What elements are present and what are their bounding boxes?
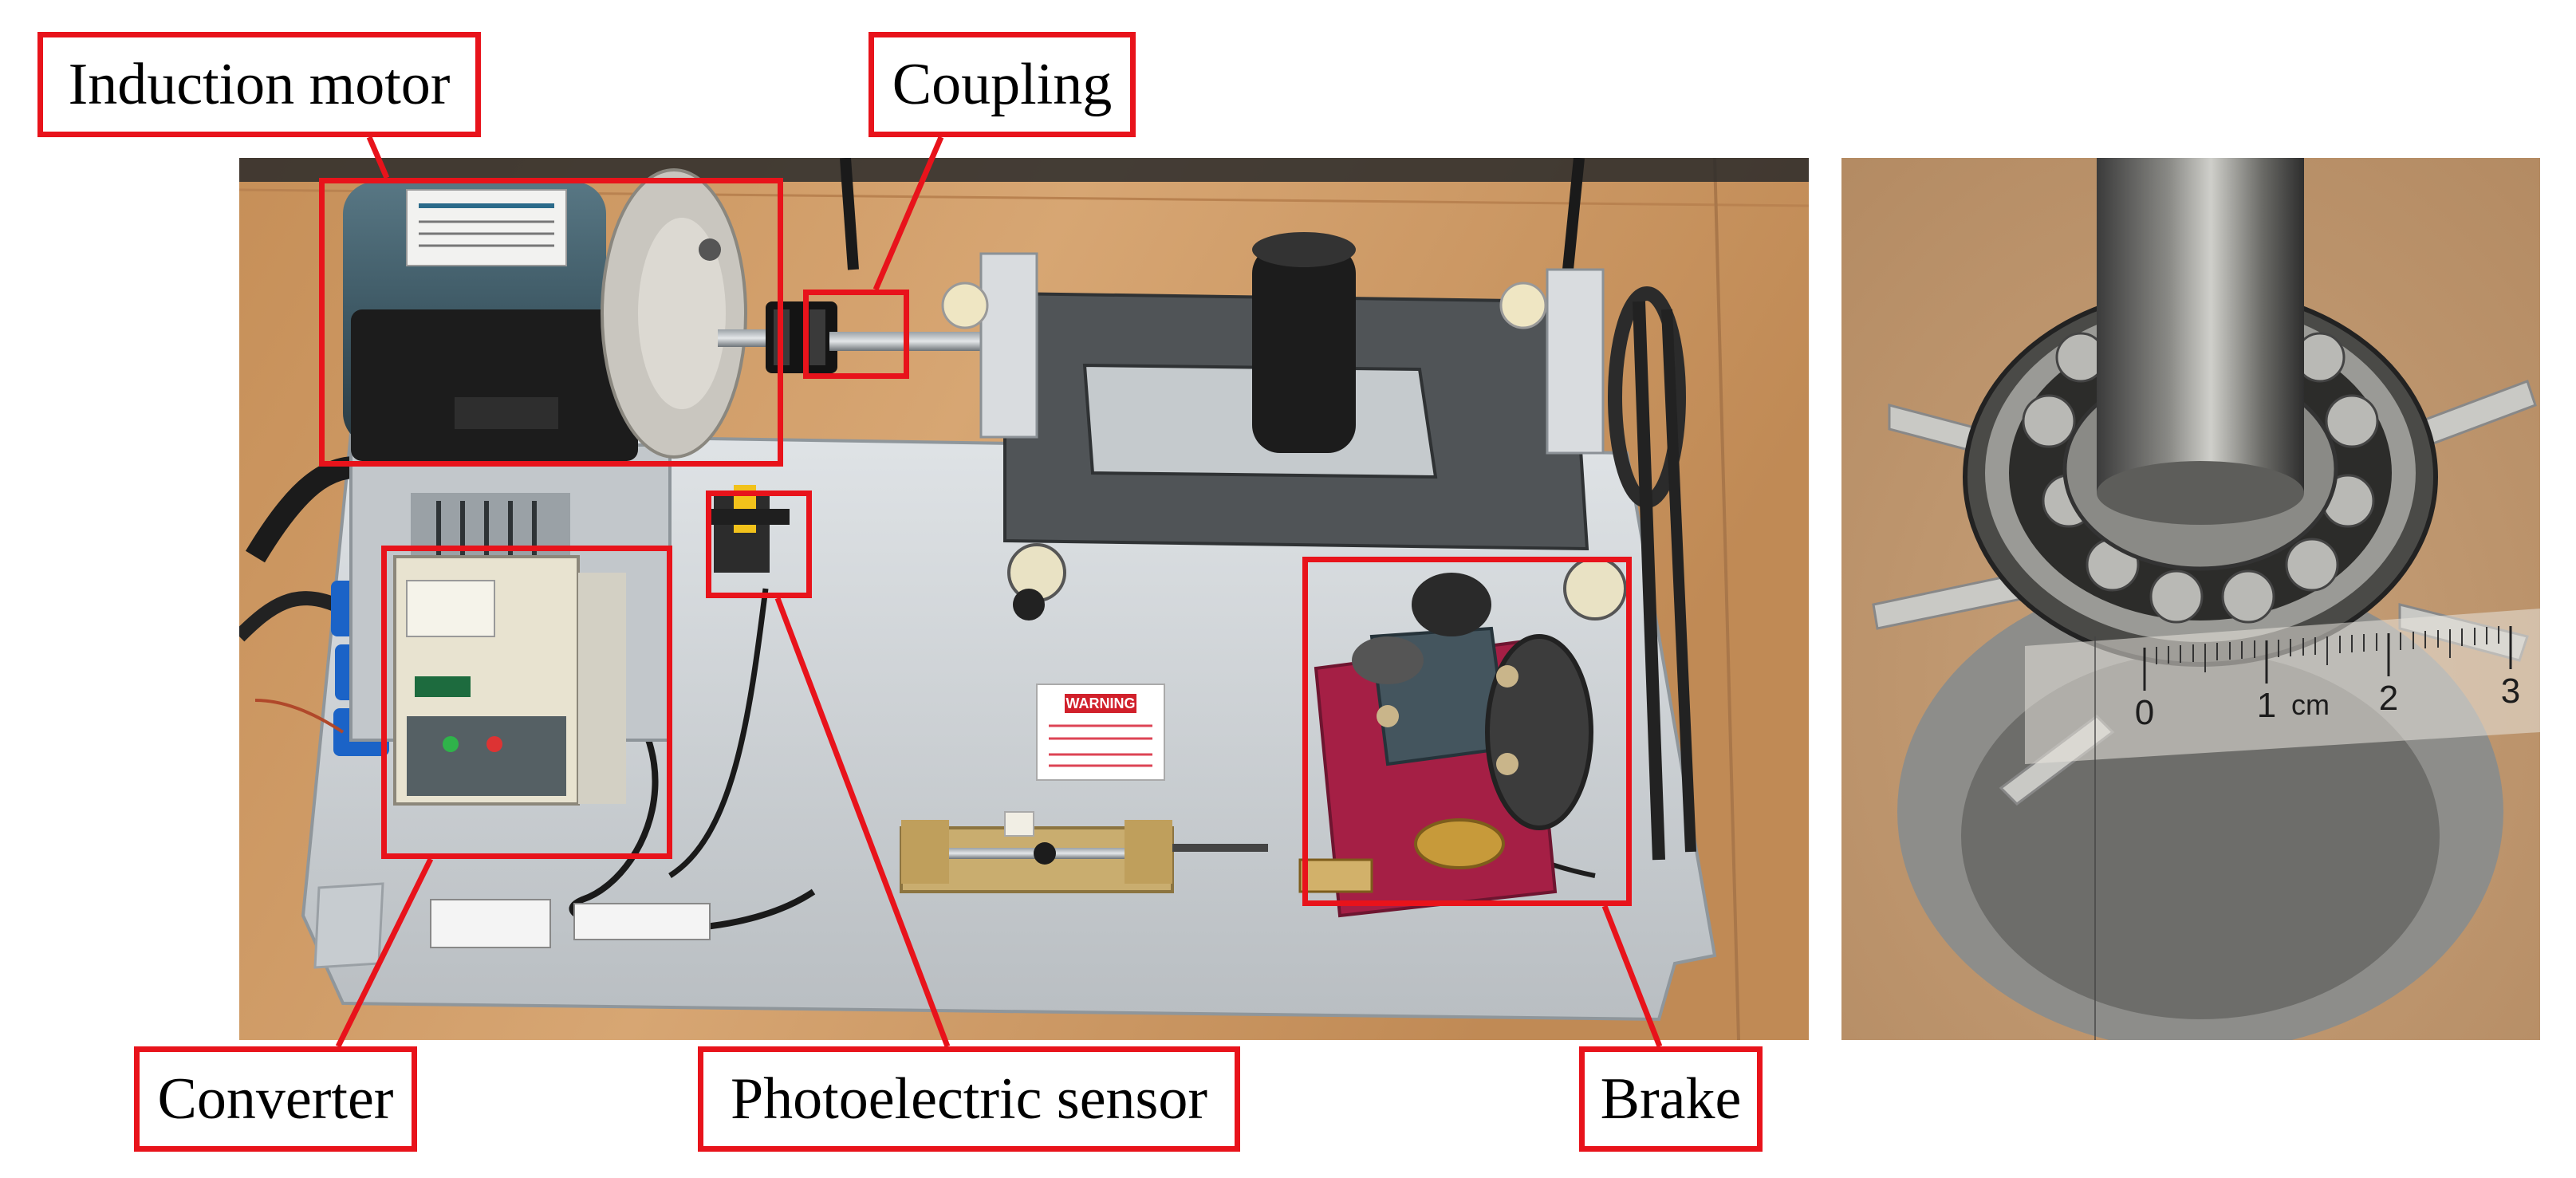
label-photoelectric-sensor-text: Photoelectric sensor (731, 1066, 1207, 1132)
label-induction-motor: Induction motor (37, 32, 481, 137)
ruler-tick-0: 0 (2135, 693, 2154, 732)
photoelectric-sensor (710, 485, 790, 573)
label-coupling-text: Coupling (892, 52, 1113, 117)
label-brake: Brake (1579, 1046, 1763, 1152)
label-converter: Converter (134, 1046, 417, 1152)
shaft (2097, 158, 2304, 493)
ruler: 0 1 cm 2 3 (2025, 609, 2540, 764)
photoelectric-sensor-highlight (706, 491, 812, 598)
flywheel (1252, 232, 1356, 453)
ruler-tick-1: 1 (2257, 686, 2276, 725)
label-coupling: Coupling (869, 32, 1136, 137)
label-converter-text: Converter (157, 1066, 394, 1132)
label-photoelectric-sensor: Photoelectric sensor (698, 1046, 1240, 1152)
warning-sign-title: WARNING (1066, 695, 1136, 711)
converter-highlight (381, 546, 672, 859)
warning-sign: WARNING (1036, 684, 1165, 781)
frequency-converter (393, 493, 626, 806)
induction-motor (343, 168, 747, 461)
label-induction-motor-text: Induction motor (68, 52, 451, 117)
brake-highlight (1302, 557, 1632, 906)
bearing-closeup-photo: 0 1 cm 2 3 (1841, 158, 2540, 1040)
ruler-tick-2: 2 (2379, 679, 2398, 718)
induction-motor-highlight (319, 178, 783, 467)
ruler-unit: cm (2291, 688, 2330, 721)
test-rig-photo: WARNING (239, 158, 1809, 1040)
label-brake-text: Brake (1600, 1066, 1742, 1132)
brake (1314, 573, 1593, 918)
ruler-tick-3: 3 (2501, 672, 2520, 711)
coupling-highlight (803, 290, 909, 379)
